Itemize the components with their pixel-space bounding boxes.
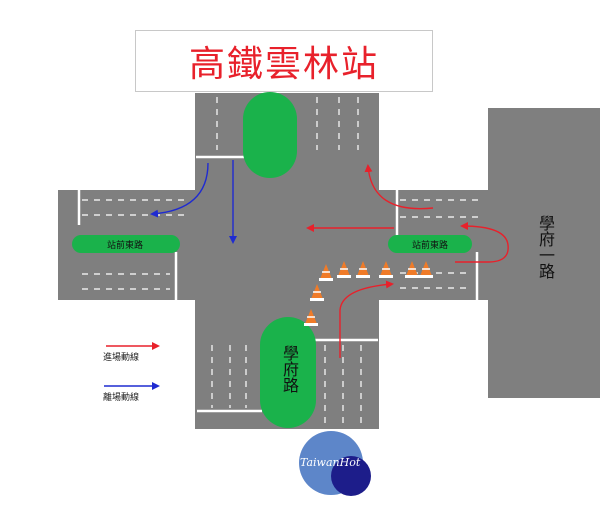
cone-icon bbox=[304, 309, 318, 326]
entry-arrow-uturn bbox=[455, 222, 509, 263]
cone-icon bbox=[310, 284, 324, 301]
exit-arrow-west bbox=[150, 162, 209, 218]
road-label-xuefu-first: 學府一路 bbox=[534, 215, 555, 285]
road-label-xuefu-first-text: 學府一路 bbox=[536, 215, 555, 279]
cone-icon bbox=[419, 261, 433, 278]
title-box: 高鐵雲林站 bbox=[135, 30, 433, 92]
cone-icon bbox=[356, 261, 370, 278]
legend-entry-label: 進場動線 bbox=[103, 353, 140, 363]
road-label-xuefu: 學府路 bbox=[278, 345, 299, 399]
legend-arrows bbox=[104, 342, 160, 390]
median-right bbox=[388, 235, 472, 253]
medians bbox=[72, 92, 472, 428]
cone-icon bbox=[337, 261, 351, 278]
road-label-xuefu-text: 學府路 bbox=[280, 345, 299, 393]
exit-routes bbox=[150, 160, 237, 244]
traffic-cones bbox=[304, 261, 433, 326]
median-bottom bbox=[260, 317, 316, 428]
median-top bbox=[243, 92, 297, 178]
entry-routes bbox=[306, 164, 509, 358]
median-left bbox=[72, 235, 180, 253]
road-label-station-east-left: 站前東路 bbox=[107, 241, 144, 251]
taiwanhot-logo bbox=[299, 431, 371, 496]
lane-markings bbox=[77, 97, 479, 425]
logo-text: TaiwanHot bbox=[300, 456, 361, 469]
cone-icon bbox=[405, 261, 419, 278]
road-surface bbox=[58, 93, 600, 429]
entry-arrow-bottom-turn bbox=[339, 280, 394, 358]
legend-exit-label: 離場動線 bbox=[103, 393, 140, 403]
page-title: 高鐵雲林站 bbox=[188, 44, 379, 85]
cone-icon bbox=[379, 261, 393, 278]
cone-icon bbox=[319, 264, 333, 281]
road-label-station-east-right: 站前東路 bbox=[412, 241, 449, 251]
entry-arrow-north bbox=[364, 164, 434, 210]
